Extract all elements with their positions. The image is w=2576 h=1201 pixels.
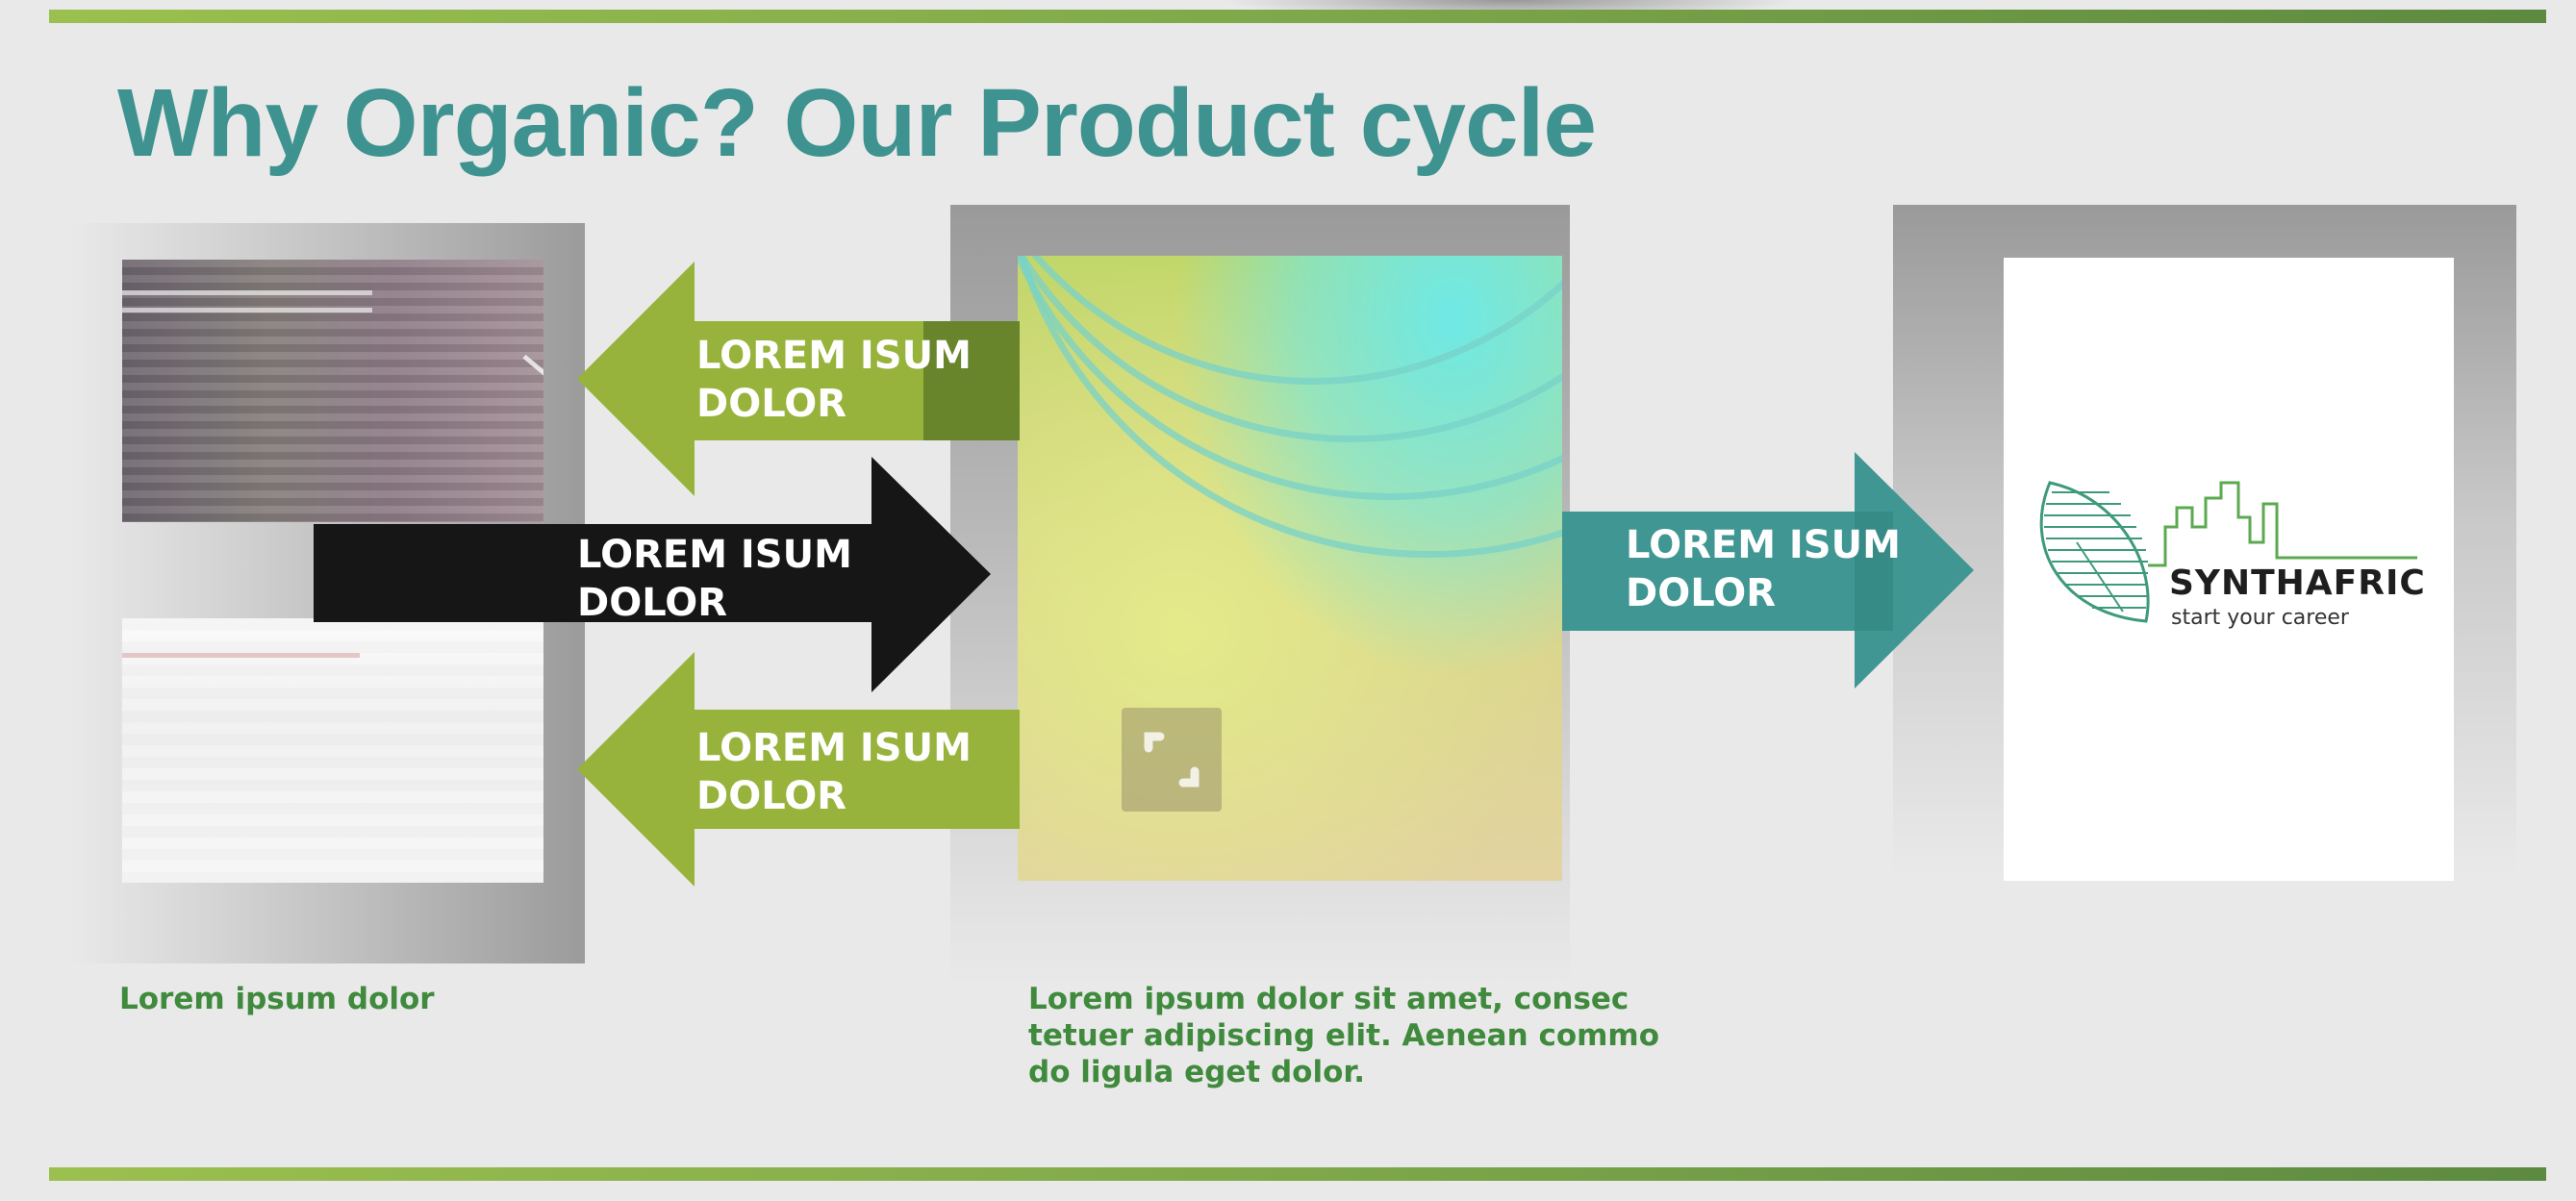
- image-stripes: [122, 618, 543, 883]
- arrow-label-line: LOREM ISUM: [696, 334, 972, 378]
- arrow-label-line: LOREM ISUM: [696, 726, 972, 770]
- caption-middle: Lorem ipsum dolor sit amet, consec tetue…: [1028, 981, 1659, 1090]
- logo-name: SYNTHAFRIC: [2169, 563, 2426, 603]
- caption-left: Lorem ipsum dolor: [119, 982, 435, 1016]
- light-ring: [1018, 256, 1562, 558]
- arrow-label-line: DOLOR: [1626, 571, 1777, 615]
- caption-line: Lorem ipsum dolor sit amet, consec: [1028, 982, 1629, 1016]
- resize-icon[interactable]: [1122, 708, 1222, 812]
- image-line: [122, 308, 372, 313]
- arrow-left-top-label: LOREM ISUM DOLOR: [696, 332, 972, 428]
- city-skyline-icon: [2148, 481, 2417, 567]
- image-line: [122, 653, 360, 658]
- image-line: [122, 290, 372, 295]
- arrow-right-black-label: LOREM ISUM DOLOR: [577, 531, 852, 627]
- logo-image[interactable]: SYNTHAFRIC start your career: [2004, 258, 2454, 881]
- bottom-accent-bar: [49, 1167, 2546, 1181]
- arrow-label-line: LOREM ISUM: [577, 533, 852, 577]
- middle-image[interactable]: [1018, 256, 1562, 881]
- arrow-right-teal-label: LOREM ISUM DOLOR: [1626, 521, 1901, 617]
- arrow-left-bottom: [577, 652, 1020, 887]
- leaf-icon: [2039, 481, 2417, 623]
- arrow-left-bottom-label: LOREM ISUM DOLOR: [696, 724, 972, 820]
- image-stripes: [122, 260, 543, 522]
- arrow-label-line: DOLOR: [696, 382, 847, 426]
- arrow-label-line: LOREM ISUM: [1626, 523, 1901, 567]
- arrow-label-line: DOLOR: [696, 774, 847, 818]
- page-title: Why Organic? Our Product cycle: [117, 69, 1597, 177]
- arrow-label-line: DOLOR: [577, 581, 728, 625]
- arrow-right-black: [314, 457, 991, 692]
- arrow-left-top: [577, 262, 1020, 496]
- top-accent-bar: [49, 10, 2546, 23]
- caption-line: do ligula eget dolor.: [1028, 1055, 1366, 1089]
- caption-line: tetuer adipiscing elit. Aenean commo: [1028, 1018, 1660, 1053]
- bottom-left-image[interactable]: [122, 618, 543, 883]
- arrow-right-teal: [1562, 452, 1974, 688]
- logo-tagline: start your career: [2171, 606, 2349, 630]
- top-left-image[interactable]: ─: [122, 260, 543, 522]
